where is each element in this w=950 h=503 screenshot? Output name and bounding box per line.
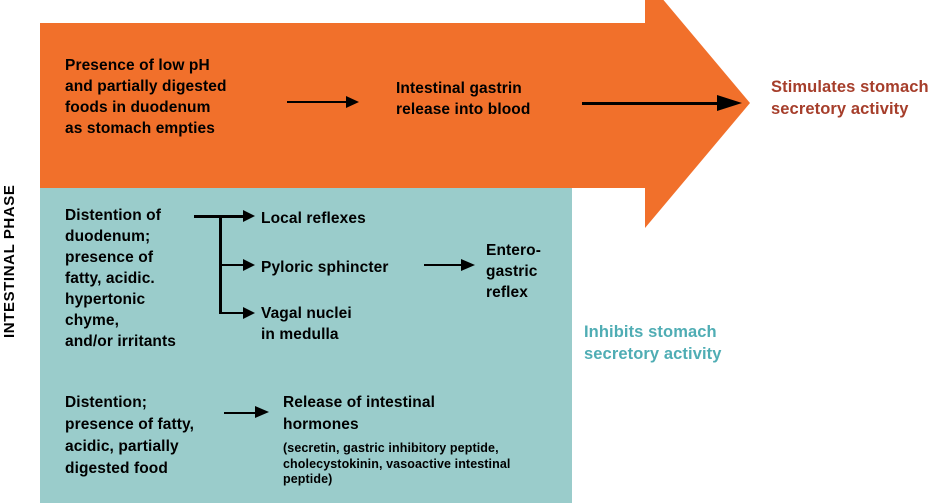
- arrow-gastrin-to-outcome-arrowhead-icon: [717, 95, 742, 111]
- phase-label: INTESTINAL PHASE: [1, 184, 18, 338]
- vagal-nuclei-text: Vagal nuclei in medulla: [261, 305, 352, 343]
- hormones-title-text: Release of intestinal hormones: [283, 394, 435, 433]
- orange-arrow-head: [645, 0, 750, 228]
- stimulus-low-ph-text: Presence of low pH and partially digeste…: [65, 57, 227, 137]
- stimulates-outcome-text: Stimulates stomach secretory activity: [771, 78, 929, 118]
- inhibition-box: [40, 188, 572, 503]
- pyloric-sphincter-text: Pyloric sphincter: [261, 258, 389, 276]
- enterogastric-reflex-text: Entero- gastric reflex: [486, 242, 541, 301]
- branch-local-arrowhead-icon: [243, 210, 255, 222]
- branch-vagal-arrowhead-icon: [243, 306, 255, 319]
- branch-local-line: [219, 215, 244, 218]
- branch-trunk-horizontal-line: [194, 215, 222, 218]
- distention-stimulus-text: Distention; presence of fatty, acidic, p…: [65, 394, 194, 477]
- orange-arrow-shaft: [40, 23, 645, 188]
- branch-vagal-line: [219, 311, 244, 315]
- arrow-lowph-to-gastrin-arrowhead-icon: [346, 95, 359, 108]
- gastrin-release-text: Intestinal gastrin release into blood: [396, 80, 531, 118]
- arrow-distention-to-hormones-line: [224, 411, 256, 414]
- duodenum-stimulus-text: Distention of duodenum; presence of fatt…: [65, 207, 176, 350]
- arrow-distention-to-hormones-arrowhead-icon: [255, 406, 269, 419]
- inhibits-outcome-text: Inhibits stomach secretory activity: [584, 323, 722, 363]
- arrow-pyloric-to-enterogastric-arrowhead-icon: [461, 258, 475, 271]
- local-reflexes-text: Local reflexes: [261, 210, 366, 227]
- arrow-lowph-to-gastrin-line: [287, 100, 347, 104]
- branch-pyloric-arrowhead-icon: [243, 258, 255, 271]
- arrow-gastrin-to-outcome-line: [582, 101, 719, 105]
- branch-pyloric-line: [219, 263, 244, 267]
- hormones-detail-text: (secretin, gastric inhibitory peptide, c…: [283, 441, 511, 486]
- arrow-pyloric-to-enterogastric-line: [424, 263, 462, 267]
